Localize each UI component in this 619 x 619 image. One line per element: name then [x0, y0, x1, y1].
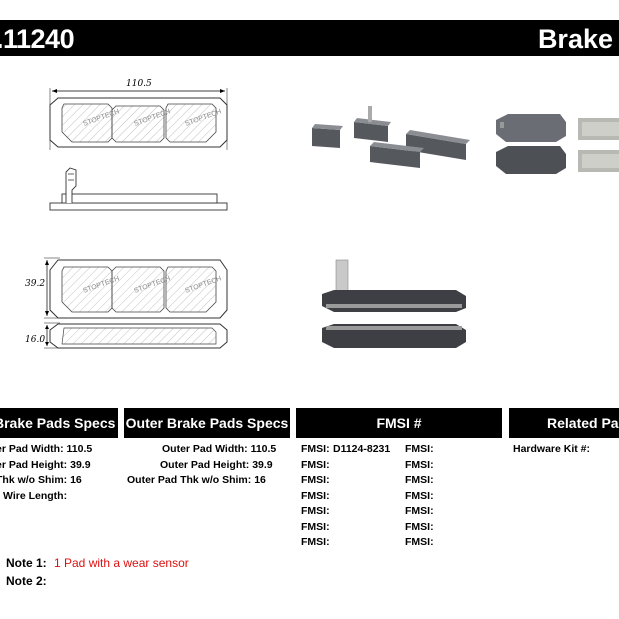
height-dimension: 39.2 [25, 279, 45, 289]
part-number: .11240 [0, 24, 75, 54]
hardware-kit-label: Hardware Kit #: [513, 443, 591, 455]
thickness-dimension: 16.0 [25, 335, 45, 345]
pad-photo-flat [496, 114, 619, 174]
pad-top-view: 110.5 STOPTECH STOPTECH STOPTECH [49, 79, 228, 150]
fmsi-row: FMSI:FMSI: [301, 520, 434, 533]
outer-spec-row: Outer Pad Thk w/o Shim: 16 [127, 474, 266, 486]
pad-side-view-sensor [49, 167, 228, 211]
inner-spec-row: Thk w/o Shim: 16 [0, 474, 82, 486]
page-title: Brake F [537, 24, 619, 54]
fmsi-header: FMSI # [296, 408, 502, 438]
inner-spec-row: er Pad Width: 110.5 [0, 443, 93, 455]
outer-specs: Outer Pad Width: 110.5 Outer Pad Height:… [127, 442, 276, 489]
note-2-label: Note 2: [6, 574, 47, 588]
width-dimension: 110.5 [126, 79, 152, 89]
outer-spec-row: Outer Pad Width: 110.5 [162, 443, 277, 455]
pad-back-view: 39.2 STOPTECH STOPTECH STOPTECH [25, 257, 228, 319]
inner-specs-header: Brake Pads Specs [0, 408, 118, 438]
pad-drawings: 110.5 STOPTECH STOPTECH STOPTECH 39.2 ST… [25, 79, 619, 349]
fmsi-row: FMSI:FMSI: [301, 458, 434, 471]
inner-specs: er Pad Width: 110.5 er Pad Height: 39.9 … [0, 442, 92, 504]
pad-photo-set [312, 106, 470, 168]
fmsi-row: FMSI:FMSI: [301, 505, 434, 517]
fmsi-row: FMSI:FMSI: [301, 474, 434, 486]
inner-spec-row: er Pad Height: 39.9 [0, 458, 91, 471]
fmsi-row: FMSI:FMSI: [301, 536, 434, 548]
pad-thickness-view: 16.0 [25, 322, 228, 349]
related-parts: Hardware Kit #: [513, 442, 590, 458]
related-parts-header: Related Par [509, 408, 619, 438]
inner-spec-row: r Wire Length: [0, 489, 68, 502]
outer-specs-header: Outer Brake Pads Specs [124, 408, 290, 438]
fmsi-row: FMSI:FMSI: [301, 489, 434, 502]
outer-spec-row: Outer Pad Height: 39.9 [160, 458, 273, 471]
pad-photo-profile [322, 259, 466, 348]
note-1-value: 1 Pad with a wear sensor [54, 556, 189, 570]
header-bar [0, 20, 619, 56]
note-1-label: Note 1: [6, 556, 47, 570]
